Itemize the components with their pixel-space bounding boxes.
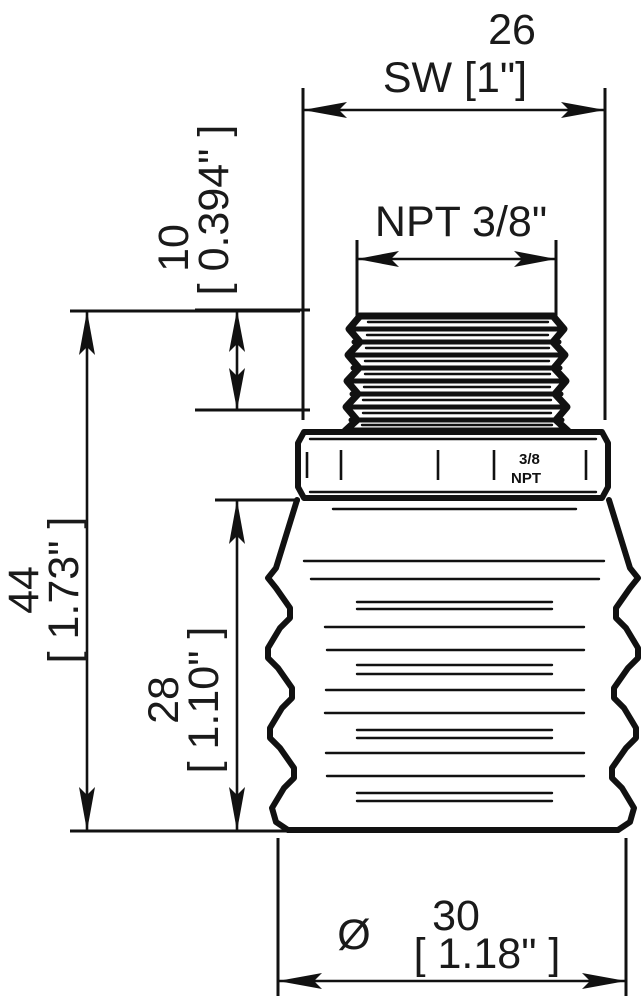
npt-label-text: NPT 3/8" [375, 198, 547, 246]
thread-left-profile [341, 312, 364, 435]
npt-dimension-group: NPT 3/8" [355, 198, 558, 320]
sw-dimension-group: 26 SW [1"] [301, 6, 607, 420]
overall-height-value-text: 44 [0, 566, 48, 614]
bellows-height-value-text: 28 [140, 676, 188, 724]
part-geometry: 3/8 NPT [265, 312, 641, 833]
overall-height-bracket-text: [ 1.73" ] [40, 517, 88, 664]
thread-length-arrow-bottom [229, 368, 245, 410]
bellows-cup-body [265, 497, 641, 833]
cup-diameter-arrow-left [278, 973, 322, 989]
cup-diameter-arrow-right [582, 973, 626, 989]
thread-length-arrow-top [229, 310, 245, 352]
hex-edge-lines [305, 450, 588, 480]
cup-diameter-value-text: 30 [432, 892, 480, 940]
hex-flange-body: 3/8 NPT [295, 429, 611, 501]
bellows-height-dimension-group: 28 [ 1.10" ] [140, 498, 300, 833]
overall-height-dimension-group: 44 [ 1.73" ] [0, 309, 300, 833]
bellows-fold-lines [302, 507, 606, 803]
sw-label-text: SW [1"] [383, 54, 527, 102]
npt-arrow-right [514, 251, 556, 267]
thread-length-dimension-group: 10 [ 0.394" ] [150, 125, 310, 412]
thread-crest-lines [346, 326, 567, 433]
part-marking-line1: 3/8 [519, 451, 540, 468]
cup-diameter-bracket-text: [ 1.18" ] [414, 930, 561, 978]
overall-height-arrow-top [79, 311, 95, 355]
npt-thread-body [341, 312, 572, 435]
cup-diameter-dimension-group: Ø 30 [ 1.18" ] [276, 838, 628, 996]
bellows-height-arrow-top [229, 500, 245, 544]
thread-length-value-text: 10 [150, 224, 198, 272]
part-marking-line2: NPT [511, 470, 541, 487]
sw-arrow-left [303, 102, 347, 118]
bellows-left-profile [265, 497, 300, 833]
bellows-height-arrow-bottom [229, 787, 245, 831]
bellows-right-profile [606, 497, 641, 833]
thread-root-lines [360, 320, 554, 427]
cup-diameter-symbol-text: Ø [337, 911, 370, 959]
hex-flange-outline [295, 429, 611, 501]
bellows-height-bracket-text: [ 1.10" ] [180, 627, 228, 774]
thread-right-profile [549, 312, 572, 435]
sw-value-text: 26 [488, 6, 536, 54]
npt-arrow-left [357, 251, 399, 267]
sw-arrow-right [561, 102, 605, 118]
overall-height-arrow-bottom [79, 787, 95, 831]
thread-length-bracket-text: [ 0.394" ] [190, 125, 238, 296]
